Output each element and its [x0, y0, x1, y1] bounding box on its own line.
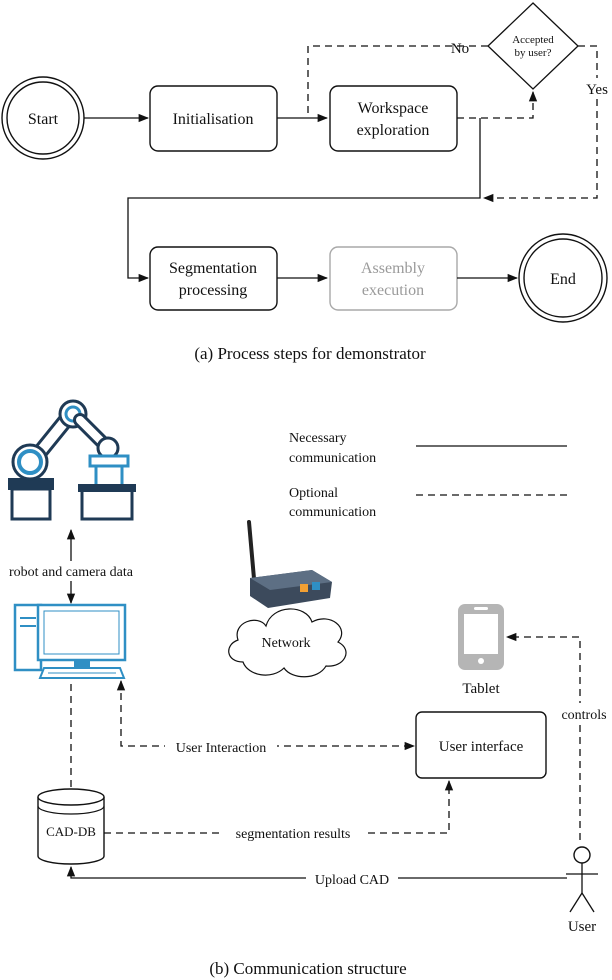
process-diagram: Start Initialisation Workspace explorati…: [1, 2, 610, 363]
arrow-to-segmentation: [127, 118, 481, 283]
user-interface-label: User interface: [439, 739, 524, 755]
end-node: End: [518, 233, 608, 323]
arrow-upload-cad: [66, 865, 567, 879]
arrow-workspace-decision: [457, 90, 538, 119]
robot-arm-icon: [8, 399, 136, 521]
workspace-label-2: exploration: [357, 122, 430, 139]
workspace-label-1: Workspace: [358, 100, 429, 117]
network-label: Network: [262, 636, 311, 651]
cad-db-cylinder: CAD-DB: [37, 788, 105, 865]
user-interface-box: User interface: [415, 711, 547, 779]
legend-optional-2: communication: [289, 505, 376, 520]
communication-diagram: robot and camera data Necessary communic…: [0, 399, 612, 978]
upload-cad-label: Upload CAD: [315, 873, 389, 888]
controls-label-bg: [558, 703, 612, 725]
cad-db-label: CAD-DB: [46, 824, 96, 839]
tablet-label: Tablet: [462, 681, 500, 697]
user-interaction-label-bg: [165, 737, 277, 756]
robot-camera-data-label: robot and camera data: [9, 565, 134, 580]
arrow-no-loop: [307, 45, 488, 116]
controls-label: controls: [561, 708, 606, 723]
no-label: No: [451, 41, 469, 57]
arrow-user-interaction: [116, 679, 416, 751]
decision-label-2: by user?: [515, 47, 552, 59]
legend-necessary-1: Necessary: [289, 431, 347, 446]
network-cloud-icon: Network: [228, 608, 347, 678]
upload-cad-label-bg: [306, 869, 398, 888]
assembly-box: Assembly execution: [329, 246, 458, 311]
workspace-box: Workspace exploration: [329, 85, 458, 152]
segmentation-box: Segmentation processing: [149, 246, 278, 311]
robot-data-label-bg: [0, 561, 145, 581]
user-interaction-label: User Interaction: [176, 741, 267, 756]
start-label: Start: [28, 111, 59, 128]
decision-diamond: Accepted by user?: [487, 2, 579, 90]
arrow-segmentation-results: [104, 779, 454, 834]
legend-necessary-2: communication: [289, 451, 376, 466]
assembly-label-1: Assembly: [361, 260, 425, 277]
initialisation-box: Initialisation: [149, 85, 278, 152]
yes-label-bg: [580, 78, 610, 98]
tablet-icon: [458, 604, 504, 670]
user-stick-figure-icon: [566, 846, 598, 913]
segmentation-label-1: Segmentation: [169, 260, 257, 277]
start-node: Start: [1, 76, 85, 160]
user-label: User: [568, 919, 596, 935]
legend: Necessary communication Optional communi…: [289, 431, 567, 520]
decision-label-1: Accepted: [512, 34, 554, 46]
assembly-label-2: execution: [362, 282, 424, 299]
end-label: End: [550, 271, 576, 288]
segmentation-label-2: processing: [179, 282, 247, 299]
initialisation-label: Initialisation: [173, 111, 254, 128]
router-icon: [247, 520, 332, 608]
caption-a: (a) Process steps for demonstrator: [194, 344, 426, 363]
computer-icon: [13, 603, 127, 679]
yes-label: Yes: [586, 82, 608, 98]
segmentation-results-label: segmentation results: [236, 827, 351, 842]
caption-b: (b) Communication structure: [209, 959, 406, 978]
segmentation-results-label-bg: [222, 824, 364, 843]
legend-optional-1: Optional: [289, 486, 338, 501]
